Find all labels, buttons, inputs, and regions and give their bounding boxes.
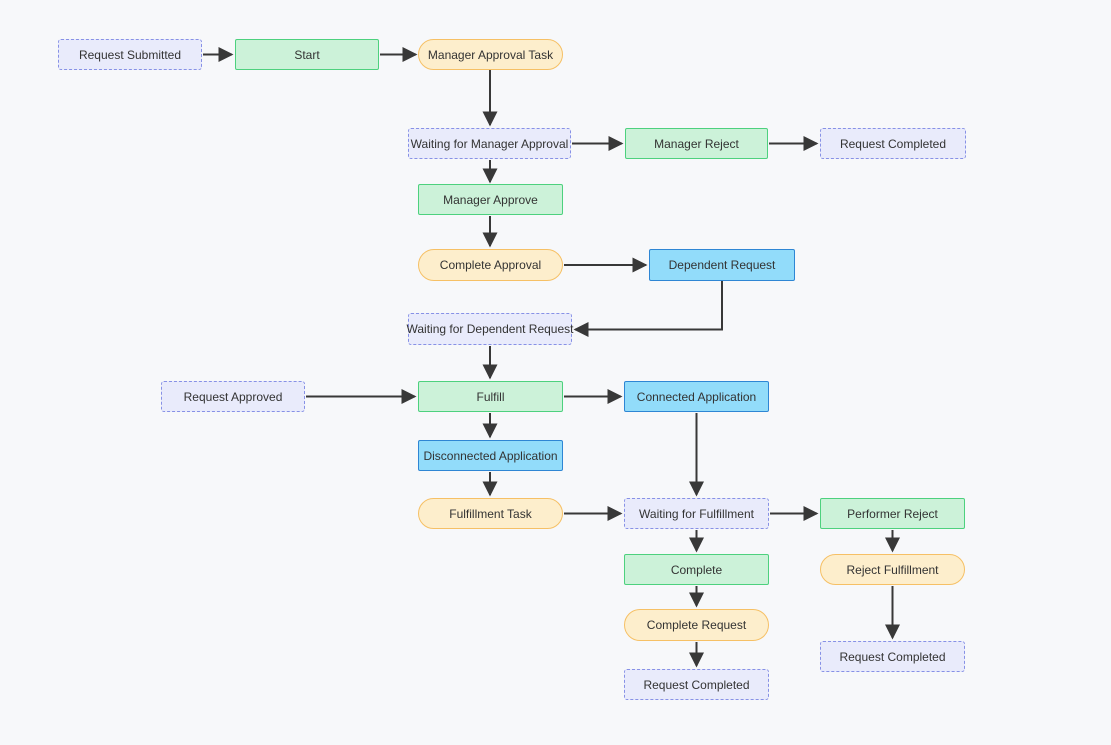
- node-fulfill[interactable]: Fulfill: [418, 381, 563, 412]
- node-complete-approval[interactable]: Complete Approval: [418, 249, 563, 281]
- node-request-completed-bottom[interactable]: Request Completed: [624, 669, 769, 700]
- node-manager-approval-task[interactable]: Manager Approval Task: [418, 39, 563, 70]
- node-complete-request[interactable]: Complete Request: [624, 609, 769, 641]
- node-request-completed-top[interactable]: Request Completed: [820, 128, 966, 159]
- node-manager-reject[interactable]: Manager Reject: [625, 128, 768, 159]
- node-performer-reject[interactable]: Performer Reject: [820, 498, 965, 529]
- node-connected-application[interactable]: Connected Application: [624, 381, 769, 412]
- node-complete[interactable]: Complete: [624, 554, 769, 585]
- node-disconnected-application[interactable]: Disconnected Application: [418, 440, 563, 471]
- edge-dependent-request-waiting-dependent: [573, 281, 723, 337]
- node-reject-fulfillment[interactable]: Reject Fulfillment: [820, 554, 965, 585]
- node-request-completed-right[interactable]: Request Completed: [820, 641, 965, 672]
- node-manager-approve[interactable]: Manager Approve: [418, 184, 563, 215]
- node-start[interactable]: Start: [235, 39, 379, 70]
- node-waiting-for-manager-approval[interactable]: Waiting for Manager Approval: [408, 128, 571, 159]
- node-request-submitted[interactable]: Request Submitted: [58, 39, 202, 70]
- node-fulfillment-task[interactable]: Fulfillment Task: [418, 498, 563, 529]
- node-dependent-request[interactable]: Dependent Request: [649, 249, 795, 281]
- node-request-approved[interactable]: Request Approved: [161, 381, 305, 412]
- node-waiting-for-fulfillment[interactable]: Waiting for Fulfillment: [624, 498, 769, 529]
- node-waiting-for-dependent-request[interactable]: Waiting for Dependent Request: [407, 313, 574, 345]
